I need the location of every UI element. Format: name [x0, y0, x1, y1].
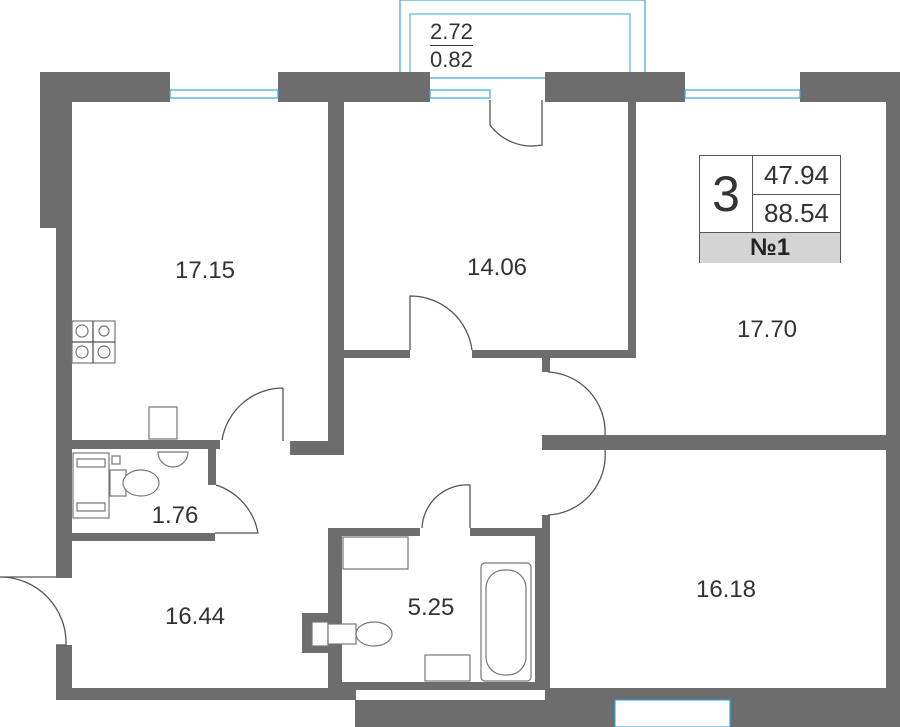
apartment-info-box: 3 47.94 88.54 №1 — [699, 155, 841, 263]
area-room-bottom-right: 16.18 — [695, 576, 757, 603]
bathroom-fixtures — [311, 536, 532, 682]
area-bedroom-right: 17.70 — [736, 316, 798, 343]
toilet-room-fixtures — [72, 451, 189, 519]
balcony-area-label: 2.72 0.82 — [430, 18, 473, 73]
area-kitchen: 17.15 — [174, 257, 236, 284]
balcony-area-coef: 0.82 — [430, 47, 473, 72]
balcony-inner — [409, 13, 631, 79]
area-hall: 16.44 — [164, 603, 226, 630]
walls — [40, 72, 900, 727]
stove-icon — [71, 320, 116, 364]
apartment-number: №1 — [700, 232, 840, 263]
total-area: 88.54 — [763, 197, 830, 228]
sink-icon — [148, 406, 178, 440]
doors — [0, 100, 606, 646]
area-toilet: 1.76 — [151, 502, 199, 529]
living-area: 47.94 — [753, 156, 840, 195]
area-bedroom-top: 14.06 — [466, 254, 528, 281]
area-bathroom: 5.25 — [407, 594, 455, 621]
rooms-count: 3 — [700, 156, 753, 232]
balcony-area: 2.72 — [430, 19, 473, 46]
windows — [169, 89, 801, 727]
